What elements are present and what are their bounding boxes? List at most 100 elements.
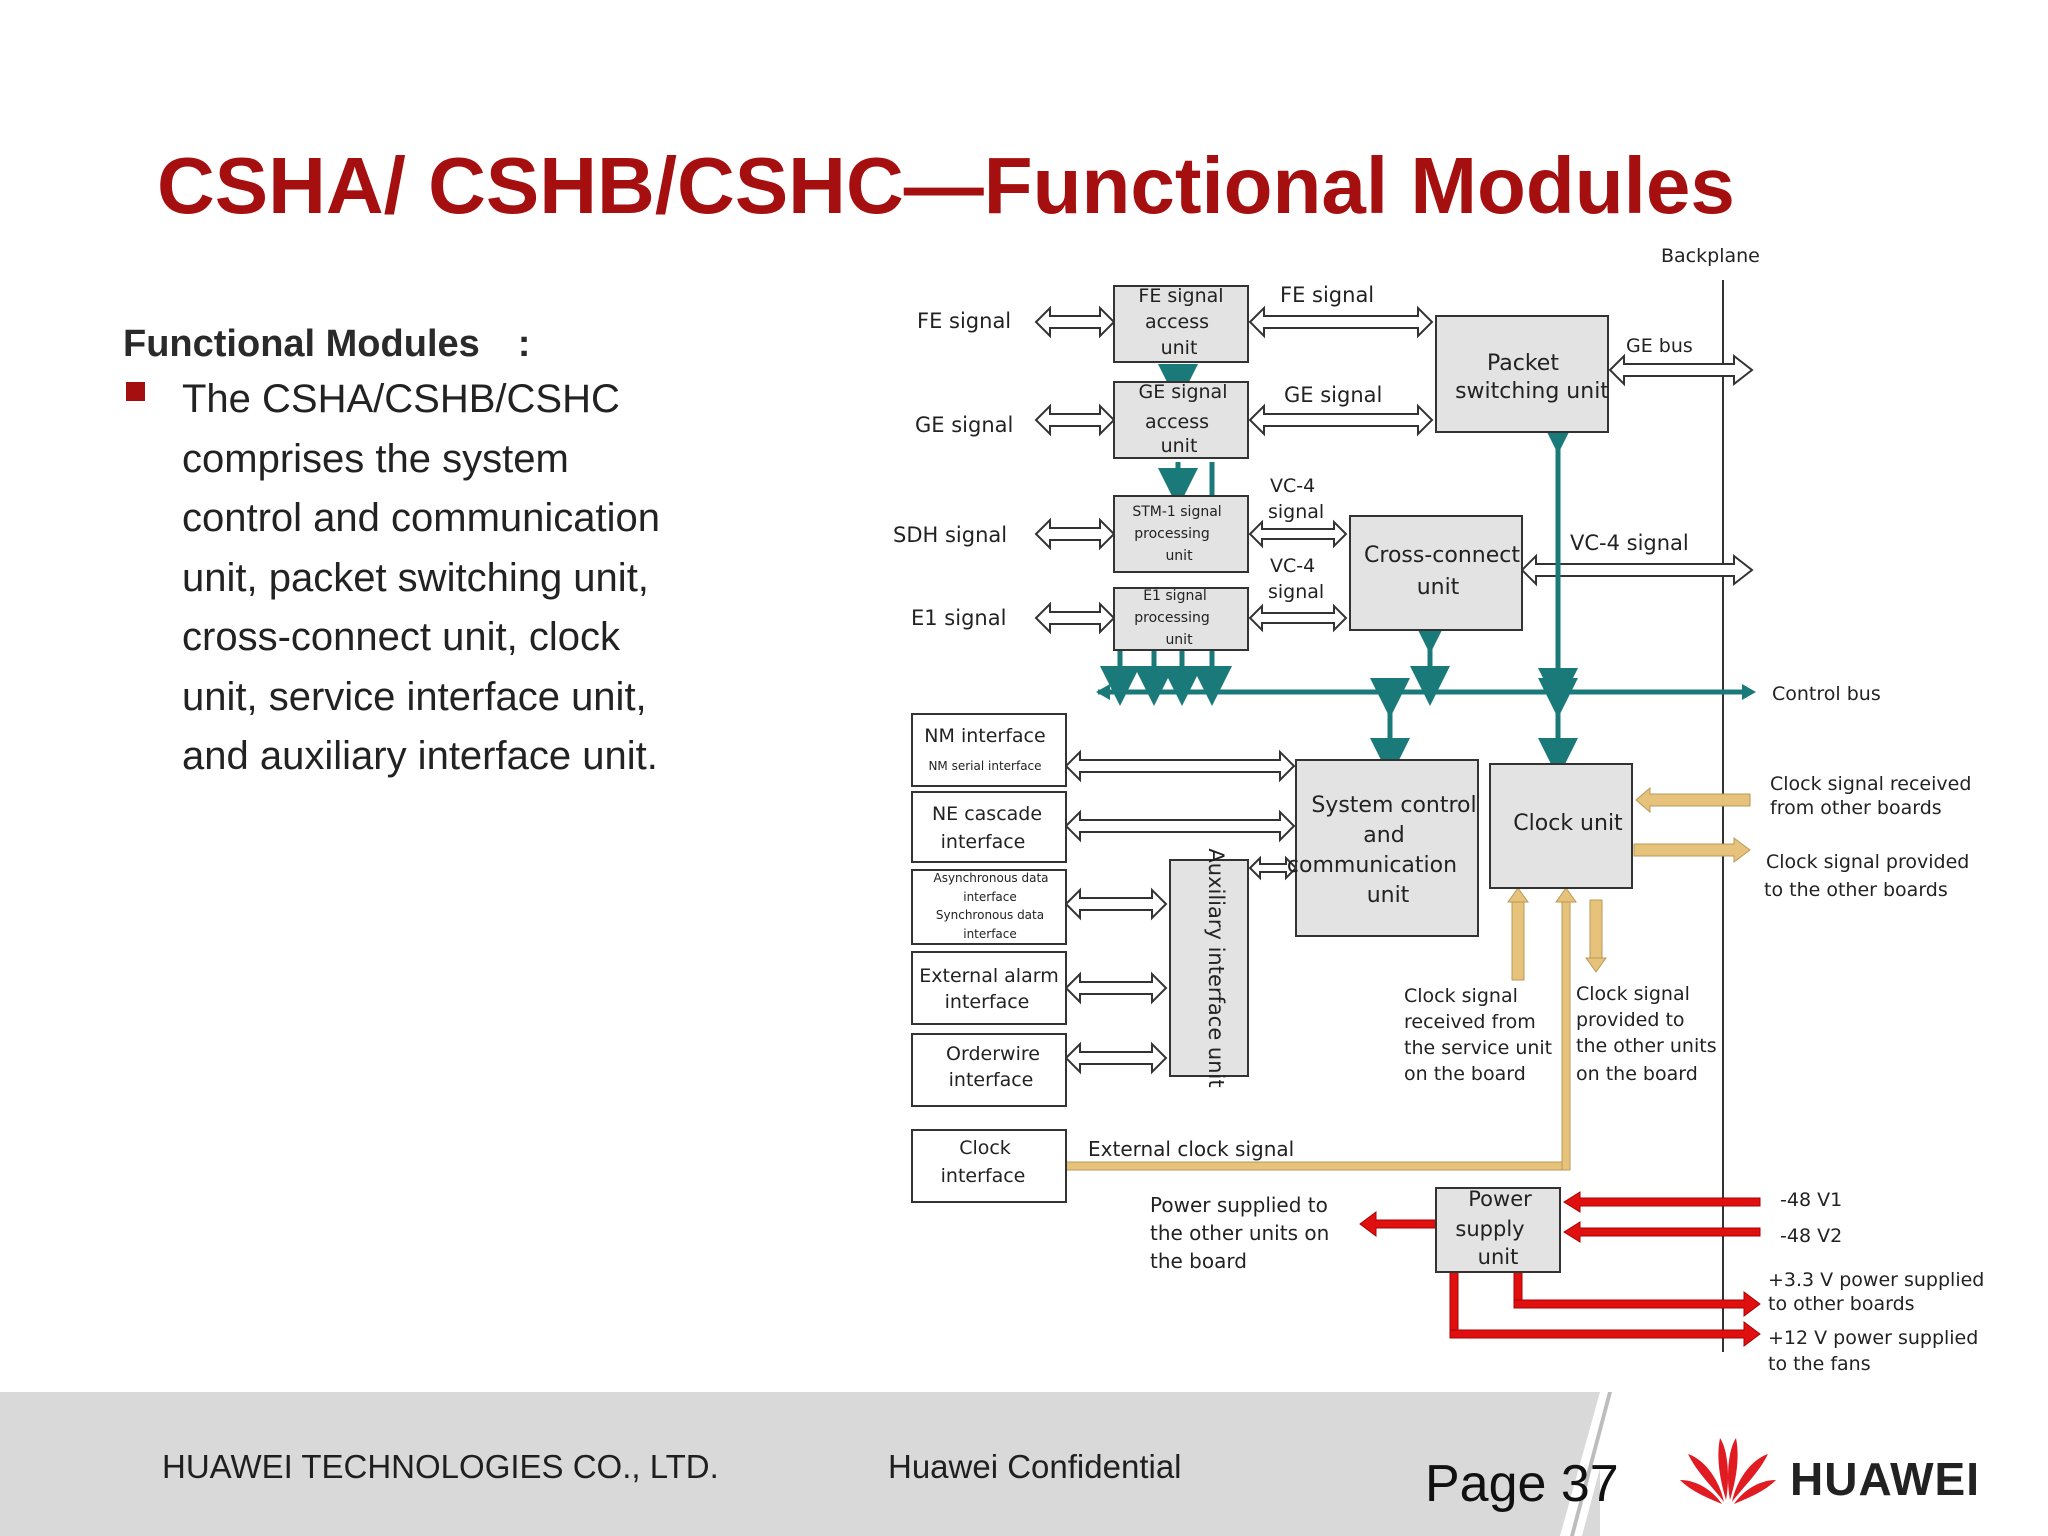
v1-arrow — [1563, 1191, 1761, 1213]
fe-mid-arrow — [1248, 305, 1434, 339]
nm-line2: NM serial interface — [928, 759, 1041, 773]
vc4-b-arrow — [1248, 603, 1348, 633]
sdh-left-arrow — [1034, 517, 1116, 551]
e1-line1: E1 signal — [1143, 588, 1207, 604]
async-line2: interface — [963, 890, 1017, 904]
system-control-unit — [1295, 759, 1479, 937]
external-clock-line-v — [1561, 899, 1571, 1171]
system-line3: communication — [1287, 853, 1457, 878]
v33-label-1: +3.3 V power supplied — [1768, 1269, 1984, 1291]
v1-label: -48 V1 — [1780, 1189, 1842, 1211]
slide-title: CSHA/ CSHB/CSHC—Functional Modules — [157, 141, 1735, 230]
v2-arrow — [1563, 1221, 1761, 1243]
async-line4: interface — [963, 927, 1017, 941]
clock-received-service-4: on the board — [1404, 1063, 1526, 1085]
ge-access-line3: unit — [1161, 435, 1198, 457]
power-supplied-2: the other units on — [1150, 1221, 1329, 1245]
ge-mid-arrow — [1248, 403, 1434, 437]
fe-access-line3: unit — [1161, 337, 1198, 359]
v12-label-1: +12 V power supplied — [1768, 1327, 1978, 1349]
alarm-line2: interface — [945, 991, 1030, 1013]
footer-company: HUAWEI TECHNOLOGIES CO., LTD. — [162, 1448, 719, 1485]
ne-line1: NE cascade — [932, 803, 1042, 825]
clock-received-boards-2: from other boards — [1770, 797, 1942, 819]
clock-provided-boards-2: to the other boards — [1764, 879, 1948, 901]
power-supplied-3: the board — [1150, 1249, 1247, 1273]
orderwire-line2: interface — [949, 1069, 1034, 1091]
packet-line2: switching unit — [1455, 379, 1609, 404]
stm1-line3: unit — [1165, 548, 1193, 564]
clock-provided-boards-1: Clock signal provided — [1766, 851, 1969, 873]
control-bus-label: Control bus — [1772, 683, 1881, 705]
backplane-label: Backplane — [1661, 245, 1760, 267]
alarm-line1: External alarm — [919, 965, 1058, 987]
system-line1: System control — [1311, 793, 1476, 818]
vc4-b-label-2: signal — [1268, 581, 1324, 603]
v12-label-2: to the fans — [1768, 1353, 1871, 1375]
nm-arrow — [1064, 749, 1296, 783]
data-interface — [911, 869, 1067, 945]
power-line2: supply — [1455, 1217, 1524, 1241]
section-heading: Functional Modules : — [123, 323, 531, 365]
external-clock-line-h — [1065, 1161, 1571, 1171]
async-line3: Synchronous data — [936, 908, 1044, 922]
functional-module-diagram: Backplane — [893, 245, 1984, 1375]
v2-label: -48 V2 — [1780, 1225, 1842, 1247]
clock-provided-units-3: the other units — [1576, 1035, 1717, 1057]
vc4-right-arrow — [1520, 553, 1754, 587]
async-arrow — [1064, 887, 1168, 921]
ge-left-arrow — [1034, 403, 1116, 437]
ge-access-line1: GE signal — [1139, 381, 1228, 403]
e1-line2: processing — [1134, 610, 1209, 626]
fe-left-label: FE signal — [917, 309, 1011, 333]
vc4-a-label-2: signal — [1268, 501, 1324, 523]
packet-switching-unit — [1435, 315, 1609, 433]
auxiliary-interface-unit — [1169, 859, 1249, 1077]
cross-line1: Cross-connect — [1364, 543, 1520, 568]
clock-out-arrow — [1633, 837, 1751, 863]
ge-mid-label: GE signal — [1284, 383, 1382, 407]
clock-received-service-3: the service unit — [1404, 1037, 1552, 1059]
ge-access-unit — [1113, 381, 1249, 459]
power-out-arrow — [1359, 1211, 1437, 1237]
alarm-arrow — [1064, 971, 1168, 1005]
ge-bus-label: GE bus — [1626, 335, 1693, 357]
sdh-left-label: SDH signal — [893, 523, 1007, 547]
power-supplied-1: Power supplied to — [1150, 1193, 1328, 1217]
fe-access-line2: access — [1145, 311, 1209, 333]
clock-from-service — [1511, 899, 1525, 981]
auxiliary-label: Auxiliary interface unit — [1204, 848, 1228, 1087]
clock-received-boards-1: Clock signal received — [1770, 773, 1971, 795]
huawei-brand: HUAWEI — [1790, 1453, 1980, 1505]
packet-line1: Packet — [1487, 351, 1559, 376]
async-line1: Asynchronous data — [933, 871, 1048, 885]
e1-left-label: E1 signal — [911, 606, 1006, 630]
huawei-petal-logo-icon — [1680, 1438, 1776, 1504]
bullet-square-icon — [126, 382, 145, 401]
orderwire-interface — [911, 1033, 1067, 1107]
vc4-a-label-1: VC-4 — [1270, 475, 1315, 497]
power-supply-unit — [1435, 1187, 1561, 1273]
vc4-b-label-1: VC-4 — [1270, 555, 1315, 577]
clock-provided-units-2: provided to — [1576, 1009, 1685, 1031]
e1-unit — [1113, 587, 1249, 651]
footer-logo-panel — [1600, 1392, 2048, 1536]
ne-arrow — [1064, 809, 1296, 843]
bullet-text: The CSHA/CSHB/CSHC comprises the system … — [182, 377, 661, 778]
clock-provided-units-1: Clock signal — [1576, 983, 1690, 1005]
clock-received-service-2: received from — [1404, 1011, 1536, 1033]
footer-confidential: Huawei Confidential — [888, 1448, 1182, 1485]
system-line4: unit — [1367, 883, 1410, 908]
ge-left-label: GE signal — [915, 413, 1013, 437]
page-number: Page 37 — [1425, 1455, 1619, 1513]
fe-mid-label: FE signal — [1280, 283, 1374, 307]
v33-arrow — [1513, 1291, 1761, 1317]
system-line2: and — [1363, 823, 1404, 848]
clock-provided-units-4: on the board — [1576, 1063, 1698, 1085]
nm-interface — [911, 713, 1067, 787]
clock-interface — [911, 1129, 1067, 1203]
cross-line2: unit — [1417, 575, 1460, 600]
external-clock-label: External clock signal — [1088, 1137, 1294, 1161]
external-alarm-interface — [911, 951, 1067, 1025]
cross-connect-unit — [1349, 515, 1523, 631]
